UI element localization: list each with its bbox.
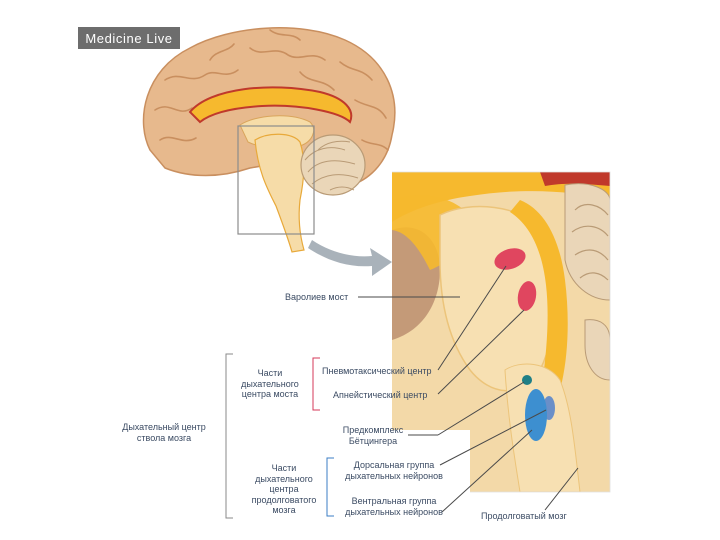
watermark-logo: Medicine Live — [78, 27, 180, 49]
label-pons-parts: Части дыхательного центра моста — [241, 368, 299, 399]
corpus-callosum — [188, 86, 353, 124]
label-respiratory-center: Дыхательный центр ствола мозга — [122, 422, 206, 443]
botzinger-complex — [522, 375, 532, 385]
zoom-selection-box — [237, 125, 315, 235]
gyri — [154, 29, 389, 151]
label-pneumotaxic-center: Пневмотаксический центр — [322, 366, 432, 376]
main-bracket — [225, 353, 233, 519]
label-ventral-group: Вентральная группа дыхательных нейронов — [345, 496, 443, 517]
pons-bracket — [312, 357, 320, 411]
pneumotaxic-center — [494, 248, 526, 270]
whole-brain — [142, 27, 396, 253]
label-medulla-parts: Части дыхательного центра продолговатого… — [251, 463, 317, 515]
cerebellum — [300, 134, 366, 196]
label-medulla: Продолговатый мозг — [481, 511, 567, 521]
medulla-bracket — [326, 457, 334, 517]
apneustic-center — [517, 281, 537, 311]
label-apneustic-center: Апнейстический центр — [333, 390, 428, 400]
label-pons: Варолиев мост — [285, 292, 349, 302]
label-botzinger-complex: Предкомплекс Бётцингера — [342, 425, 404, 446]
leader-lines — [358, 265, 579, 513]
zoom-arrow — [308, 240, 392, 276]
brainstem — [254, 133, 305, 253]
label-dorsal-group: Дорсальная группа дыхательных нейронов — [345, 460, 443, 481]
zoomed-cerebellum — [564, 183, 610, 381]
